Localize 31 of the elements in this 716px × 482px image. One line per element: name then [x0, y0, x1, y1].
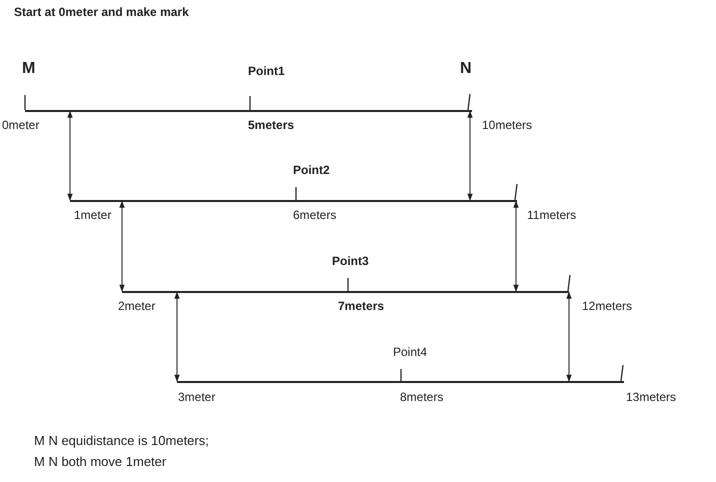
double-arrow	[174, 292, 180, 382]
double-arrow	[67, 110, 73, 201]
point-label: Point2	[293, 163, 330, 177]
distance-label: 7meters	[338, 299, 384, 313]
distance-label: 13meters	[626, 390, 676, 404]
distance-label: 2meter	[118, 299, 156, 313]
point-label: N	[460, 60, 472, 78]
title: Start at 0meter and make mark	[14, 5, 189, 19]
point-label: Point4	[393, 345, 428, 359]
double-arrow	[119, 200, 125, 292]
distance-label: 1meter	[74, 208, 112, 222]
distance-label: 0meter	[2, 118, 40, 132]
note-text: M N both move 1meter	[34, 454, 166, 469]
double-arrow	[566, 292, 572, 382]
double-arrow	[467, 110, 473, 201]
double-arrow	[513, 200, 519, 292]
distance-label: 5meters	[248, 118, 294, 132]
scale-line	[122, 291, 569, 292]
distance-label: 6meters	[293, 208, 336, 222]
scale-line	[70, 200, 517, 202]
distance-label: 3meter	[178, 390, 216, 404]
distance-label: 12meters	[582, 299, 632, 313]
scale-line	[25, 110, 472, 112]
point-label: Point3	[332, 254, 369, 268]
distance-label: 11meters	[527, 208, 576, 222]
note-text: M N equidistance is 10meters;	[34, 433, 209, 448]
distance-label: 8meters	[400, 390, 444, 404]
distance-label: 10meters	[482, 118, 532, 132]
scale-line	[177, 381, 624, 382]
point-label: M	[22, 60, 36, 78]
point-label: Point1	[248, 64, 285, 78]
